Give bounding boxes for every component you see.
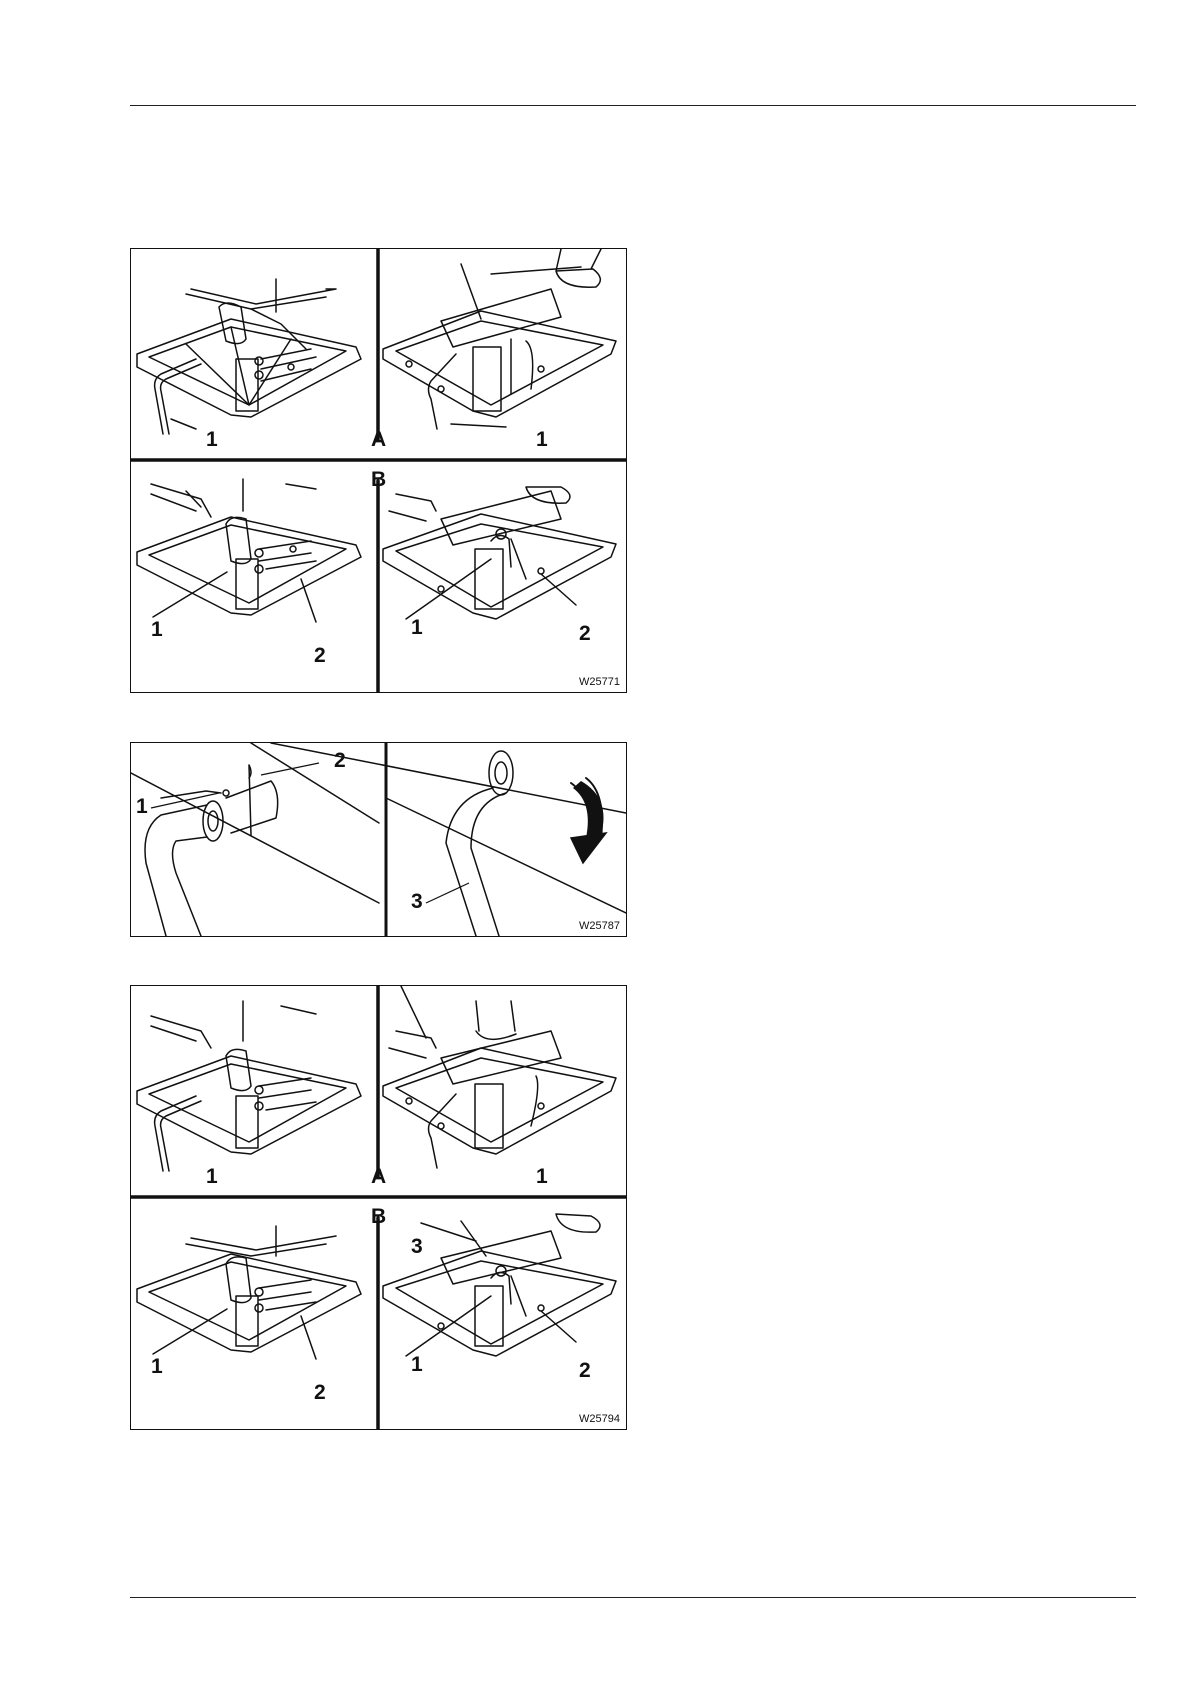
- figure-w25794: 1 A 1 B 1 2 3 1 2 W25794: [130, 985, 627, 1430]
- callout-1: 1: [151, 619, 163, 640]
- callout-2: 2: [314, 1382, 326, 1403]
- section-label-a: A: [371, 429, 386, 450]
- figure-code: W25787: [579, 921, 620, 932]
- callout-1: 1: [206, 429, 218, 450]
- figure-w25787: 1 2 3 W25787: [130, 742, 627, 937]
- callout-1: 1: [136, 796, 148, 817]
- callout-1: 1: [411, 1354, 423, 1375]
- footer-rule: [130, 1597, 1136, 1598]
- callout-2: 2: [334, 750, 346, 771]
- callout-1: 1: [151, 1356, 163, 1377]
- callout-2: 2: [579, 623, 591, 644]
- header-rule: [130, 105, 1136, 106]
- section-label-b: B: [371, 469, 386, 490]
- callout-2: 2: [579, 1360, 591, 1381]
- callout-3: 3: [411, 1236, 423, 1257]
- callout-1: 1: [536, 1166, 548, 1187]
- callout-2: 2: [314, 645, 326, 666]
- callout-3: 3: [411, 891, 423, 912]
- figure-code: W25794: [579, 1414, 620, 1425]
- section-label-b: B: [371, 1206, 386, 1227]
- section-label-a: A: [371, 1166, 386, 1187]
- locking-pin-illustration: [131, 743, 626, 936]
- callout-1: 1: [536, 429, 548, 450]
- figure-w25771: 1 A 1 B 1 2 1 2 W25771: [130, 248, 627, 693]
- figure-code: W25771: [579, 677, 620, 688]
- callout-1: 1: [206, 1166, 218, 1187]
- callout-1: 1: [411, 617, 423, 638]
